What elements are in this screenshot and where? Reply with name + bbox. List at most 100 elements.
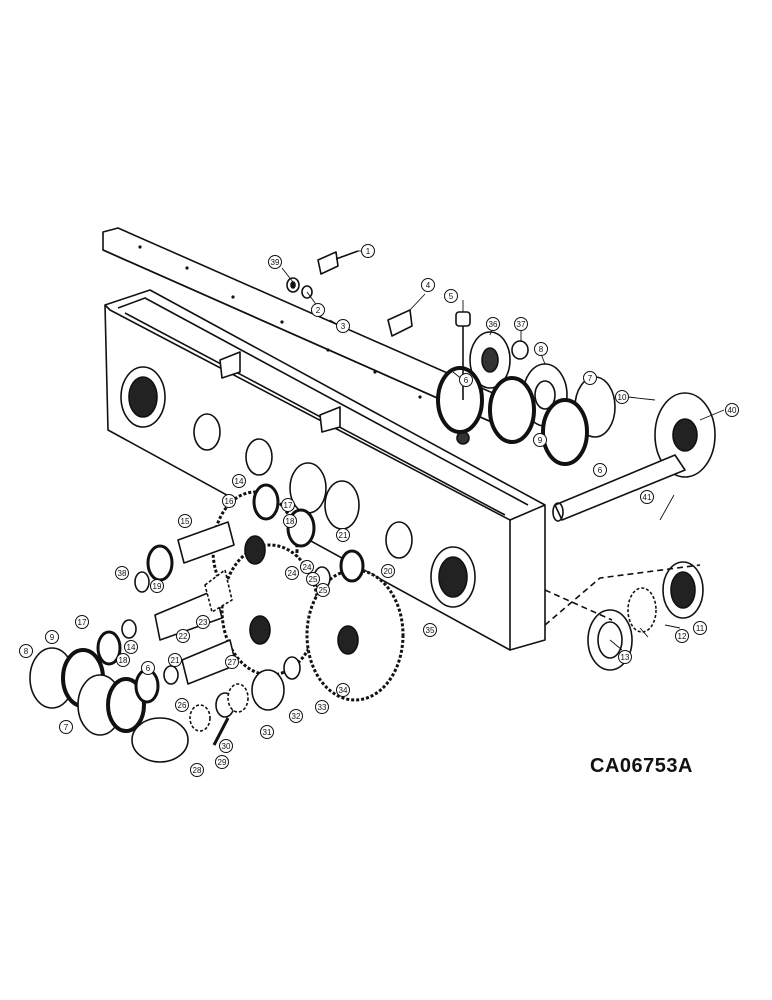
callout-32: 32 <box>289 709 303 723</box>
callout-11: 11 <box>693 621 707 635</box>
callout-label: 35 <box>426 626 435 635</box>
callout-18: 18 <box>116 653 130 667</box>
callout-16: 16 <box>222 494 236 508</box>
callout-label: 8 <box>24 647 29 656</box>
callout-label: 9 <box>538 436 543 445</box>
callout-9: 9 <box>45 630 59 644</box>
callout-label: 9 <box>50 633 55 642</box>
callout-18: 18 <box>283 514 297 528</box>
callout-label: 24 <box>303 563 312 572</box>
gasket-9-upper <box>488 376 536 444</box>
callout-34: 34 <box>336 683 350 697</box>
shaft-19 <box>154 589 223 641</box>
callout-label: 21 <box>339 531 348 540</box>
callout-6: 6 <box>593 463 607 477</box>
callout-label: 1 <box>366 247 371 256</box>
callout-label: 4 <box>426 281 431 290</box>
callout-17: 17 <box>281 498 295 512</box>
callout-label: 39 <box>271 258 280 267</box>
callout-label: 26 <box>178 701 187 710</box>
callout-21: 21 <box>336 528 350 542</box>
callout-3: 3 <box>336 319 350 333</box>
callout-label: 23 <box>199 618 208 627</box>
callout-25: 25 <box>316 583 330 597</box>
callout-label: 28 <box>193 766 202 775</box>
callout-25: 25 <box>306 572 320 586</box>
callout-1: 1 <box>361 244 375 258</box>
callout-19: 19 <box>150 579 164 593</box>
callout-31: 31 <box>260 725 274 739</box>
callout-13: 13 <box>618 650 632 664</box>
callout-label: 25 <box>309 575 318 584</box>
callout-6: 6 <box>459 373 473 387</box>
callout-label: 14 <box>235 477 244 486</box>
callout-label: 31 <box>263 728 272 737</box>
callout-12: 12 <box>675 629 689 643</box>
callout-29: 29 <box>215 755 229 769</box>
callout-41: 41 <box>640 490 654 504</box>
callout-6: 6 <box>141 661 155 675</box>
callout-label: 38 <box>118 569 127 578</box>
callout-15: 15 <box>178 514 192 528</box>
callout-5: 5 <box>444 289 458 303</box>
callout-2: 2 <box>311 303 325 317</box>
gasket-6-right <box>541 398 589 466</box>
callout-label: 18 <box>286 517 295 526</box>
callout-label: 6 <box>464 376 469 385</box>
callout-21: 21 <box>168 653 182 667</box>
callout-label: 8 <box>539 345 544 354</box>
callout-label: 16 <box>225 497 234 506</box>
cap-26 <box>131 717 189 763</box>
callout-label: 25 <box>319 586 328 595</box>
callout-label: 3 <box>341 322 346 331</box>
shaft-15 <box>177 521 235 564</box>
callout-40: 40 <box>725 403 739 417</box>
callout-label: 32 <box>292 712 301 721</box>
callout-22: 22 <box>176 629 190 643</box>
callout-14: 14 <box>124 640 138 654</box>
callout-label: 17 <box>78 618 87 627</box>
callout-4: 4 <box>421 278 435 292</box>
callout-label: 24 <box>288 569 297 578</box>
callout-label: 2 <box>316 306 321 315</box>
callout-label: 19 <box>153 582 162 591</box>
callout-20: 20 <box>381 564 395 578</box>
drawing-code: CA06753A <box>590 755 693 777</box>
callout-label: 6 <box>146 664 151 673</box>
shaft-23 <box>204 569 233 613</box>
callout-35: 35 <box>423 623 437 637</box>
callout-label: 40 <box>728 406 737 415</box>
callout-label: 33 <box>318 703 327 712</box>
callout-14: 14 <box>232 474 246 488</box>
callout-10: 10 <box>615 390 629 404</box>
callout-label: 7 <box>588 374 593 383</box>
callout-label: 30 <box>222 742 231 751</box>
callout-label: 7 <box>64 723 69 732</box>
callout-36: 36 <box>486 317 500 331</box>
callout-label: 10 <box>618 393 627 402</box>
callout-37: 37 <box>514 317 528 331</box>
callout-label: 17 <box>284 501 293 510</box>
callout-26: 26 <box>175 698 189 712</box>
callout-8: 8 <box>534 342 548 356</box>
callout-28: 28 <box>190 763 204 777</box>
callout-24: 24 <box>285 566 299 580</box>
callout-38: 38 <box>115 566 129 580</box>
callout-7: 7 <box>59 720 73 734</box>
callout-39: 39 <box>268 255 282 269</box>
callout-label: 21 <box>171 656 180 665</box>
callout-label: 12 <box>678 632 687 641</box>
callout-30: 30 <box>219 739 233 753</box>
callout-label: 29 <box>218 758 227 767</box>
callout-23: 23 <box>196 615 210 629</box>
callout-label: 36 <box>489 320 498 329</box>
callout-9: 9 <box>533 433 547 447</box>
output-shaft <box>554 454 686 521</box>
callout-label: 41 <box>643 493 652 502</box>
callout-33: 33 <box>315 700 329 714</box>
callout-label: 15 <box>181 517 190 526</box>
callout-label: 22 <box>179 632 188 641</box>
callout-27: 27 <box>225 655 239 669</box>
